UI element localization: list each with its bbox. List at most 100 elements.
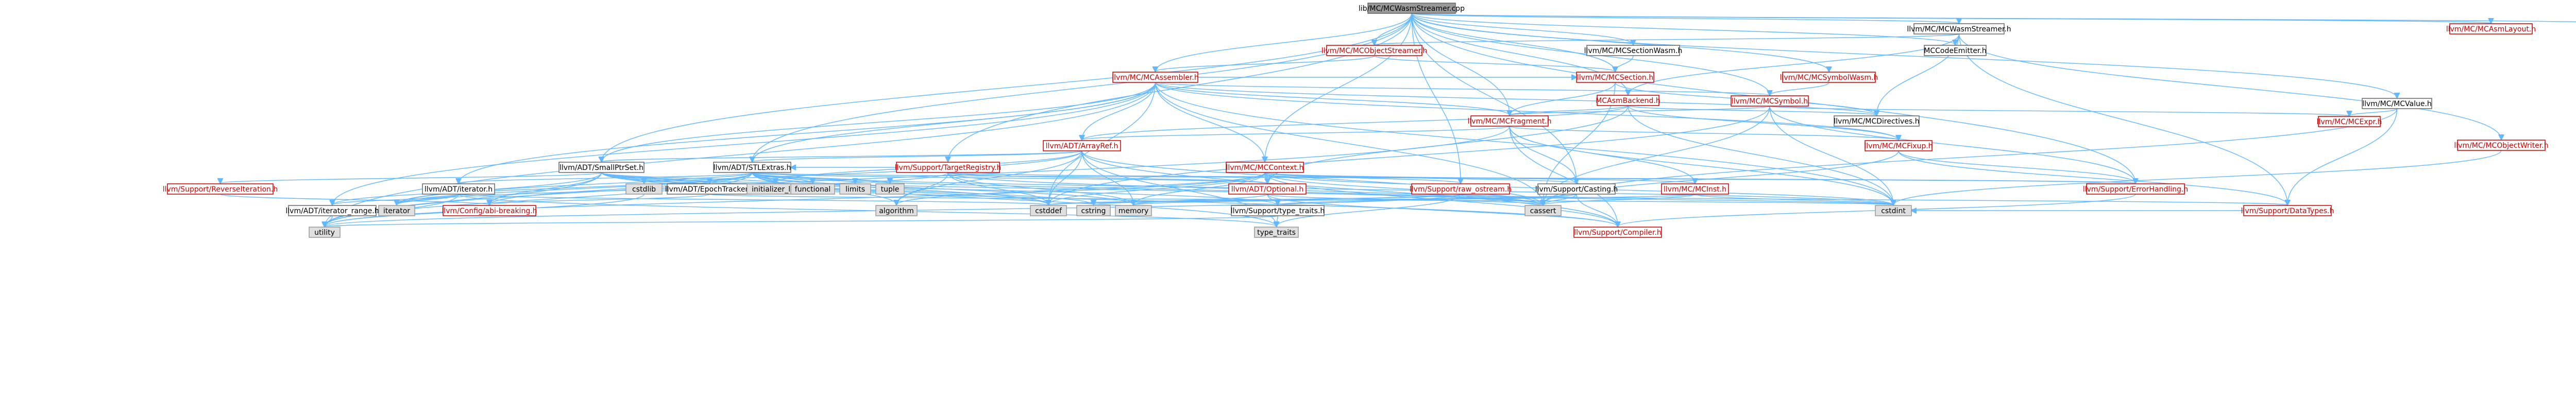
node-iteratorstd[interactable]: iterator	[378, 205, 415, 216]
node-iteratorrange[interactable]: llvm/ADT/iterator_range.h	[285, 205, 379, 216]
node-fixup[interactable]: llvm/MC/MCFixup.h	[1864, 140, 1933, 151]
node-box-casting	[1537, 183, 1616, 195]
edge-objstreamer-to-section	[1374, 55, 1616, 72]
node-smallptrset[interactable]: llvm/ADT/SmallPtrSet.h	[558, 162, 645, 173]
node-label-cstdint: cstdint	[1881, 207, 1906, 215]
node-cstdlib[interactable]: cstdlib	[625, 183, 663, 195]
edge-arrayref-to-cassert	[1081, 150, 1543, 205]
node-stlextras[interactable]: llvm/ADT/STLExtras.h	[713, 162, 791, 173]
node-wasmstreamer[interactable]: llvm/MC/MCWasmStreamer.h	[1907, 23, 2011, 35]
node-box-section	[1576, 72, 1654, 83]
edge-arrayref-to-smallptrset	[602, 150, 1082, 162]
node-box-symbolwasm	[1782, 72, 1876, 83]
node-fragment[interactable]: llvm/MC/MCFragment.h	[1467, 115, 1552, 127]
node-compiler[interactable]: llvm/Support/Compiler.h	[1573, 227, 1662, 238]
node-datatypes[interactable]: llvm/Support/DataTypes.h	[2241, 205, 2334, 216]
node-codeemitter[interactable]: MCCodeEmitter.h	[1924, 45, 1987, 56]
node-objwriter[interactable]: llvm/MC/MCObjectWriter.h	[2454, 140, 2549, 151]
node-symbol[interactable]: llvm/MC/MCSymbol.h	[1731, 95, 1809, 107]
edge-iteratorh-to-cstddef	[458, 194, 1048, 205]
edge-stlextras-to-utility	[325, 172, 753, 227]
node-value[interactable]: llvm/MC/MCValue.h	[2362, 98, 2432, 109]
edge-root-to-wasmstreamer	[1411, 13, 1959, 23]
edge-targetregistry-to-cstddef	[947, 172, 1048, 205]
edge-mccontext-to-rawostream	[1264, 172, 1461, 183]
node-asmbackend[interactable]: MCAsmBackend.h	[1596, 95, 1660, 106]
edge-fixup-to-errorhandling	[1898, 150, 2136, 183]
node-epochtracker[interactable]: llvm/ADT/EpochTracker.h	[665, 183, 754, 195]
node-label-configabi: llvm/Config/abi-breaking.h	[442, 207, 537, 215]
node-tuple[interactable]: tuple	[875, 183, 905, 195]
edge-root-to-debug	[1411, 13, 2576, 23]
node-box-symbol	[1731, 95, 1809, 107]
node-mcinst[interactable]: llvm/MC/MCInst.h	[1661, 183, 1729, 195]
node-box-expr	[2318, 116, 2381, 127]
node-objstreamer[interactable]: llvm/MC/MCObjectStreamer.h	[1321, 45, 1428, 56]
edge-assembler-to-iteratorrange	[332, 82, 1156, 205]
node-typetraits[interactable]: type_traits	[1254, 227, 1299, 238]
edge-wasmstreamer-to-objwriter	[1958, 33, 2502, 140]
node-limits[interactable]: limits	[839, 183, 871, 195]
edge-fragment-to-arrayref	[1082, 126, 1510, 140]
edge-asmbackend-to-cstdint	[1628, 105, 1893, 205]
node-box-cstdint	[1875, 205, 1912, 216]
node-asmlayout[interactable]: llvm/MC/MCAsmLayout.h	[2446, 23, 2536, 35]
edge-arrayref-to-compiler	[1081, 150, 1618, 227]
node-sectionwasm[interactable]: llvm/MC/MCSectionWasm.h	[1584, 45, 1683, 56]
node-functional[interactable]: functional	[790, 183, 835, 195]
node-root[interactable]: lib/MC/MCWasmStreamer.cpp	[1359, 3, 1465, 14]
node-optional[interactable]: llvm/ADT/Optional.h	[1228, 183, 1307, 195]
node-casting[interactable]: llvm/Support/Casting.h	[1535, 183, 1618, 195]
node-expr[interactable]: llvm/MC/MCExpr.h	[2317, 116, 2382, 127]
node-label-datatypes: llvm/Support/DataTypes.h	[2241, 207, 2334, 215]
node-cassert[interactable]: cassert	[1524, 205, 1562, 216]
edge-root-to-sectionwasm	[1411, 13, 1633, 45]
node-utility[interactable]: utility	[309, 227, 341, 238]
edge-smallptrset-to-reverseiteration	[221, 172, 602, 183]
edge-objstreamer-to-assembler	[1156, 55, 1375, 72]
edge-root-to-section	[1411, 13, 1615, 72]
edge-fixup-to-cassert	[1543, 150, 1899, 205]
nodes-layer: lib/MC/MCWasmStreamer.cpp llvm/MC/MCWasmS…	[163, 3, 2549, 238]
node-algorithm[interactable]: algorithm	[875, 205, 918, 216]
node-section[interactable]: llvm/MC/MCSection.h	[1576, 72, 1654, 83]
node-label-mccontext: llvm/MC/MCContext.h	[1226, 164, 1303, 172]
edge-smallptrset-to-initlist	[601, 172, 776, 183]
node-label-arrayref: llvm/ADT/ArrayRef.h	[1046, 142, 1118, 150]
node-box-fragment	[1470, 115, 1549, 127]
node-cstdint[interactable]: cstdint	[1875, 205, 1912, 216]
node-targetregistry[interactable]: llvm/Support/TargetRegistry.h	[895, 162, 1001, 173]
node-mccontext[interactable]: llvm/MC/MCContext.h	[1226, 162, 1304, 173]
node-label-cstdlib: cstdlib	[632, 185, 656, 194]
node-box-targetregistry	[896, 162, 1000, 173]
node-typetraitsllvm[interactable]: llvm/Support/type_traits.h	[1231, 205, 1325, 216]
edge-rawostream-to-cstdint	[1460, 194, 1893, 205]
node-cstddef[interactable]: cstddef	[1030, 205, 1067, 216]
node-cstring[interactable]: cstring	[1076, 205, 1111, 216]
node-iteratorh[interactable]: llvm/ADT/iterator.h	[422, 183, 495, 195]
node-memory[interactable]: memory	[1115, 205, 1152, 216]
edge-stlextras-to-cstdlib	[644, 172, 753, 183]
node-box-typetraitsllvm	[1231, 205, 1325, 216]
edge-assembler-to-utility	[325, 82, 1156, 227]
edge-root-to-rawostream	[1411, 13, 1461, 183]
edge-root-to-targetregistry	[948, 13, 1412, 162]
edge-targetregistry-to-optional	[947, 172, 1267, 183]
node-box-iteratorh	[422, 183, 495, 195]
node-arrayref[interactable]: llvm/ADT/ArrayRef.h	[1043, 140, 1121, 151]
edge-value-to-datatypes	[2287, 108, 2398, 205]
node-label-asmlayout: llvm/MC/MCAsmLayout.h	[2446, 25, 2536, 33]
node-directives[interactable]: llvm/MC/MCDirectives.h	[1834, 115, 1920, 127]
node-assembler[interactable]: llvm/MC/MCAssembler.h	[1112, 72, 1199, 83]
edge-stlextras-to-configabi	[489, 172, 753, 205]
node-rawostream[interactable]: llvm/Support/raw_ostream.h	[1410, 183, 1512, 195]
edge-wasmstreamer-to-objstreamer	[1375, 33, 1960, 45]
node-symbolwasm[interactable]: llvm/MC/MCSymbolWasm.h	[1780, 72, 1878, 83]
node-initlist[interactable]: initializer_list	[747, 183, 804, 195]
node-box-iteratorstd	[378, 205, 415, 216]
node-errorhandling[interactable]: llvm/Support/ErrorHandling.h	[2083, 183, 2188, 195]
edge-targetregistry-to-memory	[947, 172, 1133, 205]
node-label-iteratorh: llvm/ADT/iterator.h	[425, 185, 493, 194]
node-reverseiteration[interactable]: llvm/Support/ReverseIteration.h	[163, 183, 278, 195]
node-configabi[interactable]: llvm/Config/abi-breaking.h	[442, 205, 537, 216]
